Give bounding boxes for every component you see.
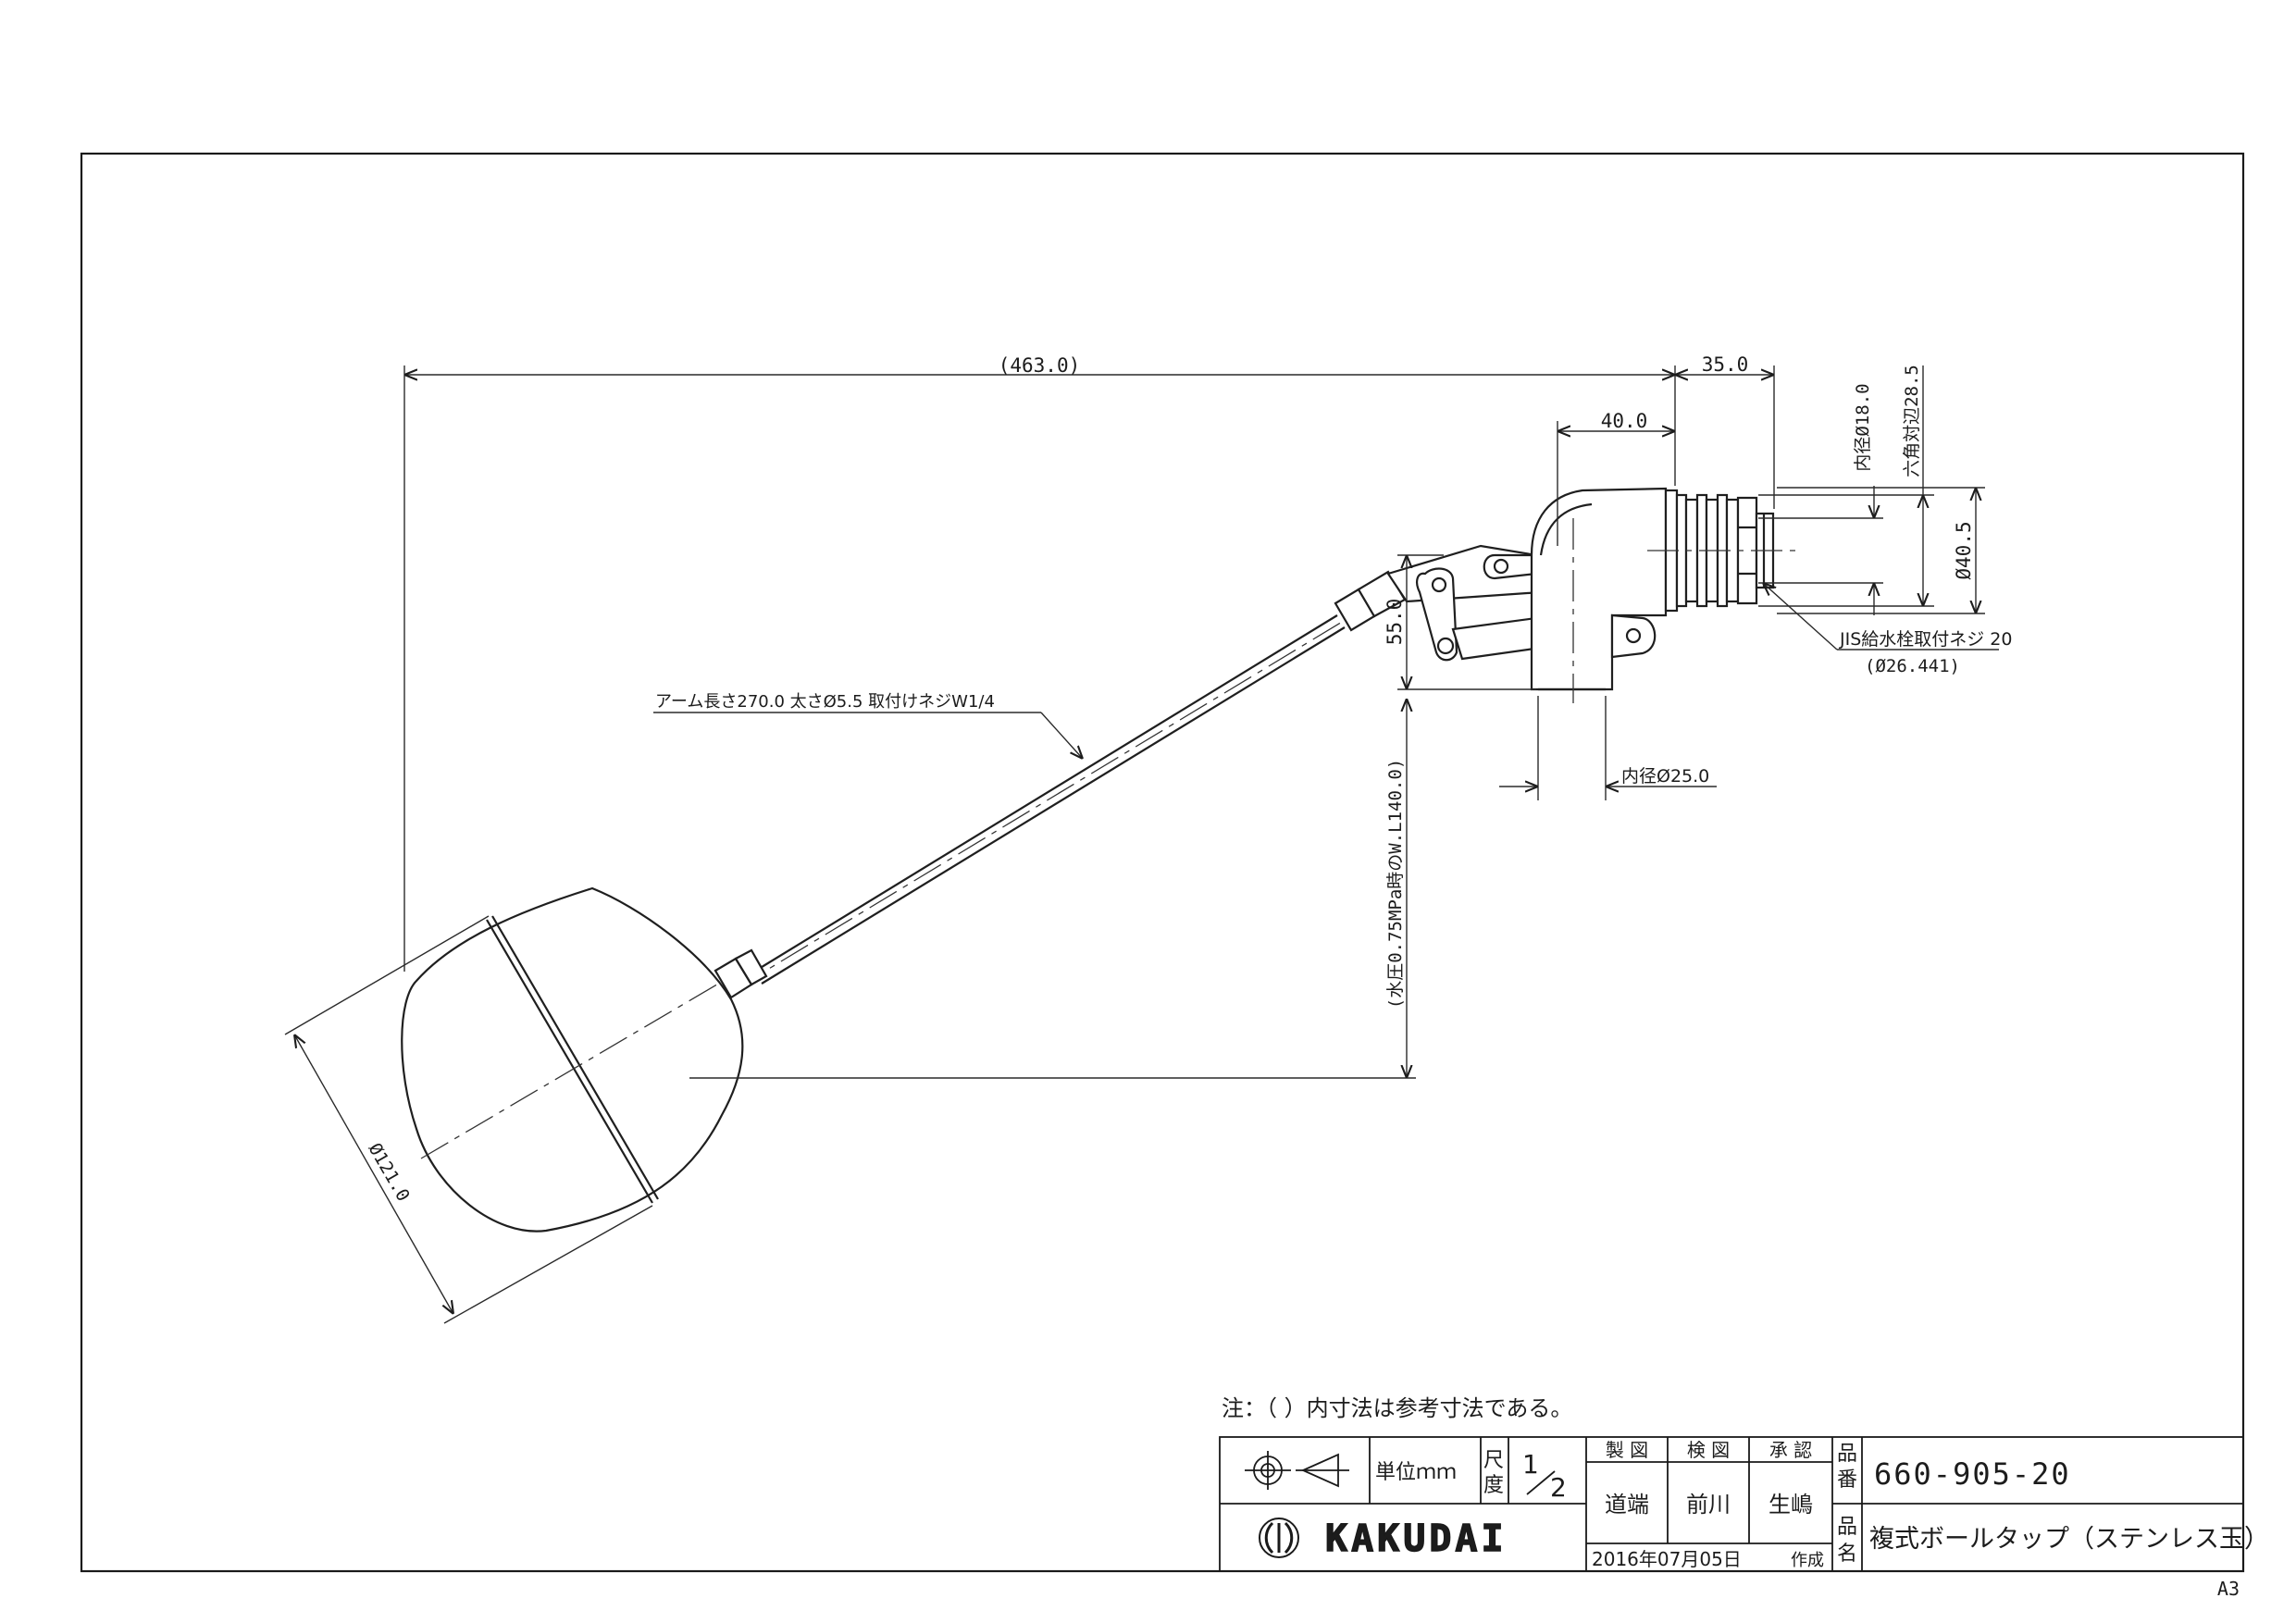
col-drawn: 製 図 <box>1606 1439 1648 1461</box>
dimension-inner-18: 内径Ø18.0 <box>1758 383 1883 615</box>
dimension-55: 55.0 <box>1384 554 1536 690</box>
title-block: 単位ｍｍ 尺 度 1 2 製 図 検 図 承 認 道端 前川 生嶋 2016年0… <box>1219 1436 2269 1572</box>
company-name: KAKUDAI <box>1325 1518 1508 1560</box>
float-ball <box>401 886 744 1233</box>
dim-inner-25: 内径Ø25.0 <box>1621 766 1709 787</box>
part-name: 複式ボールタップ（ステンレス玉） <box>1869 1525 2269 1554</box>
part-number: 660-905-20 <box>1874 1456 2071 1492</box>
part-name-label-2: 名 <box>1837 1542 1857 1566</box>
name-approved: 生嶋 <box>1769 1492 1813 1518</box>
dimension-35: 35.0 <box>1675 353 1775 509</box>
dim-jis-thread: JIS給水栓取付ネジ 20 <box>1839 629 2012 650</box>
dim-overall-length: (463.0) <box>999 354 1081 377</box>
valve-body <box>1530 487 1795 703</box>
ball-tap-part <box>401 487 1795 1233</box>
part-no-label-2: 番 <box>1837 1468 1857 1492</box>
scale-label-1: 尺 <box>1483 1449 1504 1472</box>
created-text: 作成 <box>1791 1551 1824 1570</box>
dim-35: 35.0 <box>1702 353 1749 376</box>
part-no-label-1: 品 <box>1837 1443 1857 1466</box>
dim-40: 40.0 <box>1601 410 1648 432</box>
name-drawn: 道端 <box>1605 1492 1649 1518</box>
dimension-hex-28: 六角対辺28.5 <box>1758 365 1934 607</box>
scale-denominator: 2 <box>1550 1472 1567 1503</box>
sheet-size: A3 <box>2217 1578 2240 1600</box>
dim-dia-40-5: Ø40.5 <box>1953 521 1975 579</box>
dimension-dia-40-5: Ø40.5 <box>1777 487 1985 614</box>
col-approved: 承 認 <box>1769 1439 1812 1461</box>
lever-assembly <box>1386 544 1543 662</box>
scale-label-2: 度 <box>1483 1474 1504 1497</box>
drawing-frame <box>80 152 2245 1573</box>
dimension-overall: (463.0) <box>403 354 1676 972</box>
kakudai-logo-icon <box>1259 1518 1299 1558</box>
reference-note: 注：（ ）内寸法は参考寸法である。 <box>1222 1395 1572 1421</box>
projection-symbol-icon <box>1245 1451 1349 1490</box>
dimension-arm-spec: アーム長さ270.0 太さØ5.5 取付けネジW1/4 <box>653 692 1083 759</box>
dim-jis-thread-dia: (Ø26.441) <box>1865 656 1960 676</box>
dim-hex-28: 六角対辺28.5 <box>1902 365 1922 477</box>
name-checked: 前川 <box>1686 1492 1731 1518</box>
date-text: 2016年07月05日 <box>1592 1548 1742 1570</box>
unit-label: 単位ｍｍ <box>1375 1461 1457 1484</box>
part-name-label-1: 品 <box>1837 1516 1857 1539</box>
col-checked: 検 図 <box>1687 1439 1730 1461</box>
dimension-140: (水圧0.75MPa時のW.L140.0) <box>689 699 1416 1079</box>
dimension-40: 40.0 <box>1557 410 1675 546</box>
dim-arm-spec: アーム長さ270.0 太さØ5.5 取付けネジW1/4 <box>655 692 995 712</box>
dim-140: (水圧0.75MPa時のW.L140.0) <box>1385 759 1406 1009</box>
dim-ball-dia: Ø121.0 <box>365 1140 414 1205</box>
scale-numerator: 1 <box>1522 1449 1539 1480</box>
dimension-jis-thread: JIS給水栓取付ネジ 20 (Ø26.441) <box>1763 583 2012 676</box>
dim-55: 55.0 <box>1384 599 1406 646</box>
dimension-inner-25: 内径Ø25.0 <box>1499 696 1717 800</box>
float-arm <box>714 570 1407 999</box>
dim-inner-18: 内径Ø18.0 <box>1853 383 1873 471</box>
